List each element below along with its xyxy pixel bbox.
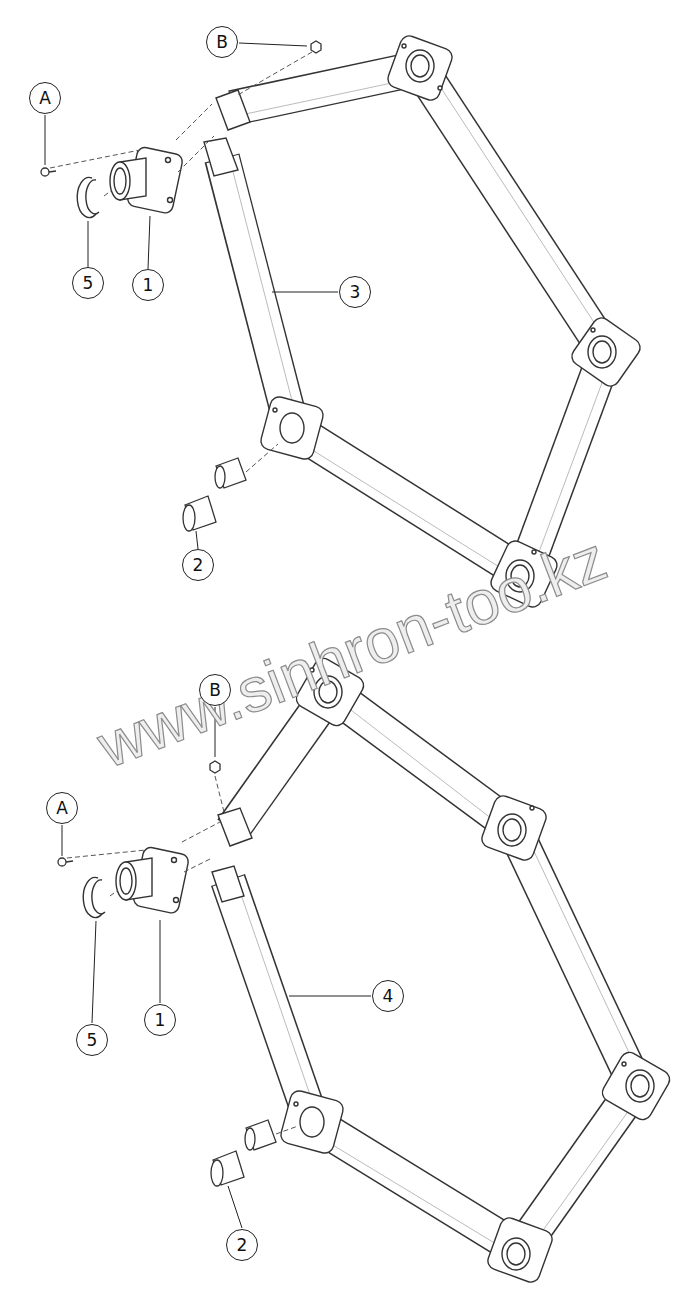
callout-letter: A bbox=[46, 792, 78, 824]
callout-number: 3 bbox=[339, 276, 371, 308]
callout-number: 2 bbox=[226, 1229, 258, 1261]
callout-number: 5 bbox=[72, 267, 104, 299]
watermark: www.sinhron-too.kz bbox=[88, 523, 615, 782]
callout-number: 2 bbox=[182, 549, 214, 581]
callout-number: 5 bbox=[76, 1024, 108, 1056]
callout-number: 4 bbox=[372, 980, 404, 1012]
callout-letter: A bbox=[29, 82, 61, 114]
callout-letter: B bbox=[206, 26, 238, 58]
callout-number: 1 bbox=[144, 1004, 176, 1036]
callout-number: 1 bbox=[132, 269, 164, 301]
callout-letter: B bbox=[199, 674, 231, 706]
